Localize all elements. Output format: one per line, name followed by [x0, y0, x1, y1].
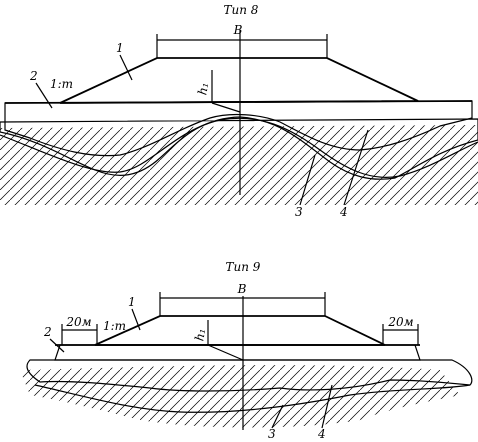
replaced-soil-layer-2: [4, 100, 473, 157]
layer-boundary-3: [34, 384, 471, 413]
base-ground: [20, 365, 460, 428]
height-label: h₁: [195, 81, 211, 96]
berm-left-label: 20м: [65, 315, 91, 329]
figure-type-9: Тип 9 B 20м 20м 1:m h₁ 1: [20, 260, 473, 441]
callout-3: 3: [295, 205, 303, 219]
width-label: B: [233, 23, 243, 37]
callout-3-leader: [299, 154, 316, 206]
callout-3: 3: [268, 427, 276, 441]
figure-2-title: Тип 9: [226, 260, 261, 274]
callout-4-leader: [343, 129, 369, 206]
base-ground: [0, 125, 478, 205]
callout-4-leader: [321, 384, 333, 429]
callout-2: 2: [43, 325, 52, 339]
callout-3-leader: [271, 404, 284, 429]
layer-boundary-3: [0, 117, 478, 178]
callout-4: 4: [317, 427, 326, 441]
figure-type-8: Тип 8 B 1:m h₁ 1 2 3 4: [0, 3, 478, 219]
height-label: h₁: [192, 327, 208, 342]
height-leader: [207, 344, 244, 361]
height-leader: [211, 102, 241, 113]
slope-label: 1:m: [103, 319, 126, 333]
figure-1-title: Тип 8: [224, 3, 259, 17]
slope-label: 1:m: [50, 77, 73, 91]
callout-1: 1: [128, 295, 136, 309]
width-label: B: [237, 282, 247, 296]
callout-2-leader: [35, 82, 53, 109]
callout-1: 1: [116, 41, 124, 55]
callout-2: 2: [29, 69, 38, 83]
embankment-1: [59, 57, 419, 104]
ground-line: [4, 100, 473, 104]
berm-right-label: 20м: [387, 315, 413, 329]
callout-2-leader: [49, 338, 65, 353]
callout-4: 4: [339, 205, 348, 219]
callout-1-leader: [131, 308, 141, 331]
embankment-1: [94, 315, 386, 346]
callout-1-leader: [119, 54, 133, 81]
